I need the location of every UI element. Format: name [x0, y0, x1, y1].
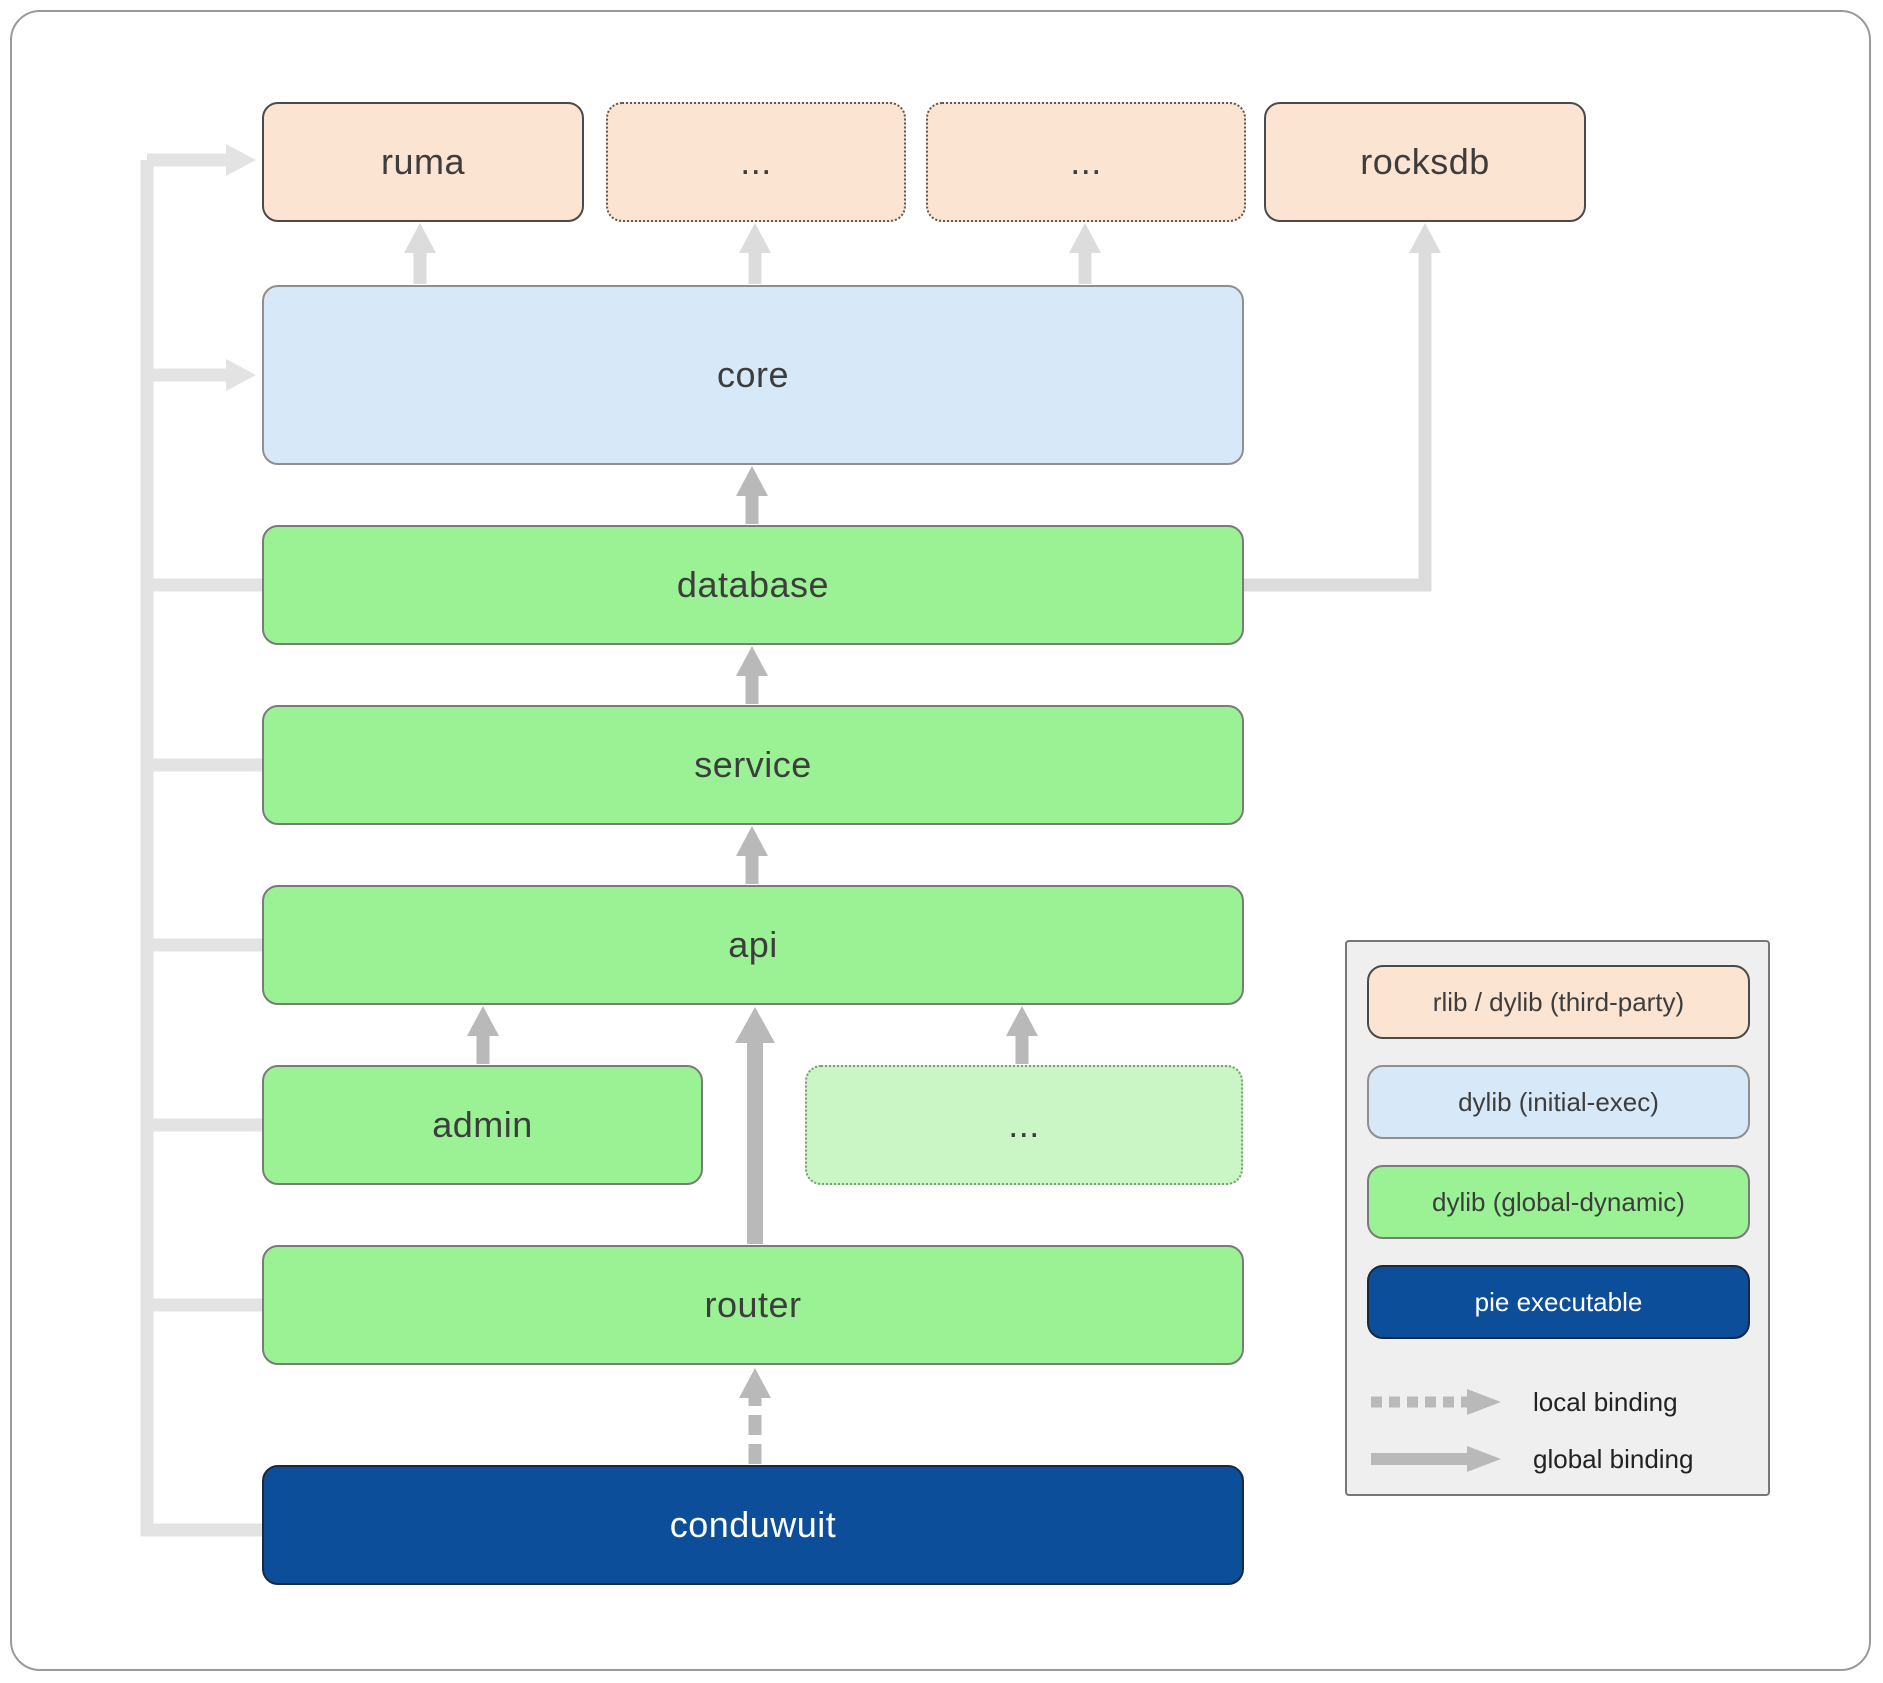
node-dots-top-1: ...	[606, 102, 906, 222]
node-conduwuit-label: conduwuit	[669, 1504, 837, 1545]
legend-item-third-party: rlib / dylib (third-party)	[1367, 965, 1750, 1039]
node-service-label: service	[694, 744, 812, 785]
left-binding-trunk	[140, 160, 262, 1537]
node-dots-top-2: ...	[926, 102, 1246, 222]
legend-item-pie-executable-label: pie executable	[1474, 1286, 1643, 1317]
legend-item-initial-exec: dylib (initial-exec)	[1367, 1065, 1750, 1139]
legend-global-binding: global binding	[1367, 1437, 1750, 1481]
node-core: core	[262, 285, 1244, 465]
node-router-label: router	[704, 1284, 802, 1325]
node-dots-mid-label: ...	[1008, 1104, 1040, 1145]
node-rocksdb: rocksdb	[1264, 102, 1586, 222]
legend-item-global-dynamic: dylib (global-dynamic)	[1367, 1165, 1750, 1239]
legend-item-third-party-label: rlib / dylib (third-party)	[1432, 986, 1685, 1017]
legend-item-global-dynamic-label: dylib (global-dynamic)	[1432, 1186, 1685, 1217]
node-api: api	[262, 885, 1244, 1005]
node-admin: admin	[262, 1065, 703, 1185]
node-ruma: ruma	[262, 102, 584, 222]
local-binding-arrow-icon	[1371, 1389, 1501, 1415]
legend-global-binding-label: global binding	[1533, 1443, 1694, 1474]
node-dots-mid: ...	[805, 1065, 1243, 1185]
global-binding-arrow-icon	[1371, 1446, 1501, 1472]
node-database-label: database	[676, 564, 830, 605]
node-service: service	[262, 705, 1244, 825]
legend-panel: rlib / dylib (third-party) dylib (initia…	[1345, 940, 1770, 1496]
node-router: router	[262, 1245, 1244, 1365]
node-database: database	[262, 525, 1244, 645]
arrow-database-to-rocksdb	[1244, 223, 1441, 592]
node-api-label: api	[728, 924, 778, 965]
legend-item-pie-executable: pie executable	[1367, 1265, 1750, 1339]
node-conduwuit: conduwuit	[262, 1465, 1244, 1585]
legend-local-binding: local binding	[1367, 1380, 1750, 1424]
legend-local-binding-label: local binding	[1533, 1386, 1678, 1417]
node-rocksdb-label: rocksdb	[1360, 141, 1490, 182]
node-core-label: core	[716, 354, 790, 395]
node-dots-top-2-label: ...	[1070, 141, 1102, 182]
node-dots-top-1-label: ...	[740, 141, 772, 182]
node-ruma-label: ruma	[380, 141, 466, 182]
legend-item-initial-exec-label: dylib (initial-exec)	[1458, 1086, 1659, 1117]
node-admin-label: admin	[432, 1104, 533, 1145]
